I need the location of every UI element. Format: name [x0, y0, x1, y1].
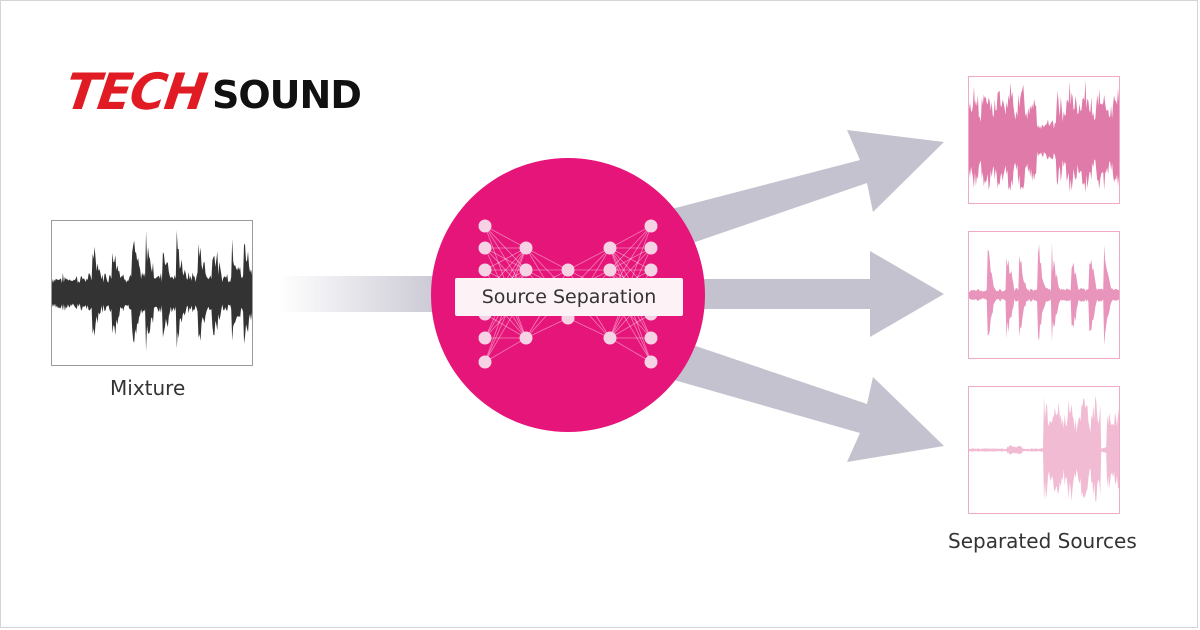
nn-node — [603, 263, 617, 277]
nn-connection — [609, 225, 652, 271]
nn-node — [519, 263, 533, 277]
nn-connection — [609, 337, 652, 363]
techsound-logo: TECH SOUND — [62, 63, 378, 121]
nn-connection — [609, 225, 652, 249]
separated-source-2-waveform — [969, 242, 1119, 346]
nn-node — [644, 219, 658, 233]
nn-connection — [484, 225, 527, 249]
nn-node — [603, 331, 617, 345]
output-arrow-middle — [690, 251, 944, 337]
nn-node — [478, 241, 492, 255]
output-arrow-bottom — [660, 338, 944, 462]
separated-source-1-box — [968, 76, 1120, 204]
separated-source-3-waveform — [969, 395, 1119, 502]
nn-node — [644, 263, 658, 277]
nn-connection — [484, 337, 527, 363]
nn-connection — [484, 313, 527, 339]
mixture-waveform — [52, 230, 252, 352]
nn-connection — [484, 247, 527, 271]
source-separation-label: Source Separation — [455, 278, 683, 316]
nn-node — [644, 241, 658, 255]
separated-sources-caption: Separated Sources — [948, 529, 1137, 553]
nn-node — [478, 355, 492, 369]
nn-connection — [484, 225, 527, 271]
nn-connection — [609, 313, 652, 339]
mixture-waveform-box — [51, 220, 253, 366]
nn-node — [644, 331, 658, 345]
nn-node — [603, 241, 617, 255]
nn-connection — [567, 247, 611, 271]
nn-node — [478, 219, 492, 233]
nn-connection — [525, 317, 569, 339]
separated-source-1-waveform — [969, 79, 1119, 193]
logo-sound-text: SOUND — [212, 73, 362, 117]
nn-connection — [525, 247, 569, 271]
nn-node — [644, 355, 658, 369]
nn-node — [519, 331, 533, 345]
output-arrow-top — [660, 130, 944, 250]
nn-node — [478, 331, 492, 345]
nn-node — [478, 263, 492, 277]
input-arrow — [278, 276, 458, 312]
nn-node — [519, 241, 533, 255]
separated-source-2-box — [968, 231, 1120, 359]
nn-connection — [567, 317, 611, 339]
nn-node — [561, 263, 575, 277]
nn-connection — [609, 247, 652, 271]
mixture-caption: Mixture — [110, 376, 186, 400]
nn-connection — [609, 247, 652, 271]
nn-connection — [484, 247, 527, 271]
separated-source-3-box — [968, 386, 1120, 514]
